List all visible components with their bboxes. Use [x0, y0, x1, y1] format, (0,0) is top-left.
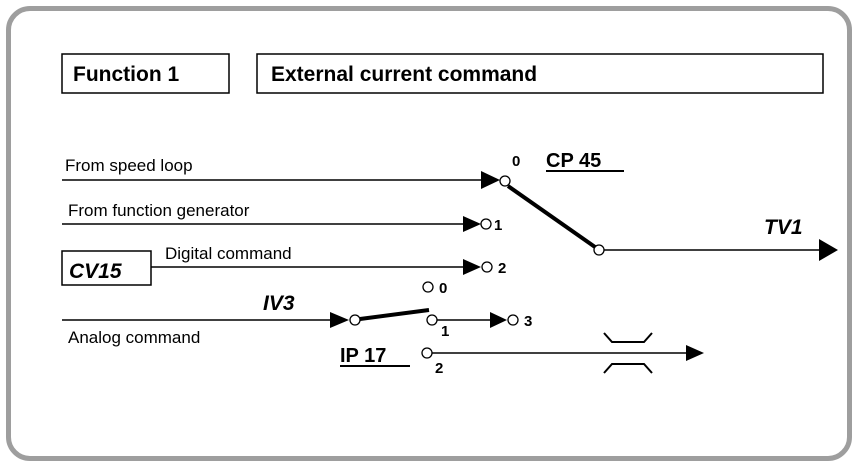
cp-contact-0	[499, 175, 511, 187]
speed-loop-label: From speed loop	[65, 156, 193, 175]
cp-pos-1: 1	[494, 217, 502, 234]
cv15-label: CV15	[69, 260, 122, 283]
ip-param-label: IP 17	[340, 345, 386, 367]
iv-contact-1	[426, 314, 438, 326]
digital-command-label: Digital command	[165, 244, 292, 263]
title-box	[256, 53, 824, 94]
limiter-bottom-icon	[603, 363, 653, 374]
tv1-label: TV1	[764, 216, 803, 239]
function-label: Function 1	[73, 63, 179, 86]
iv-pos-1: 1	[441, 323, 449, 340]
cp-common-contact	[593, 244, 605, 256]
speed-loop-arrow	[481, 171, 500, 189]
analog-command-label: Analog command	[68, 328, 200, 347]
digital-command-arrow	[463, 259, 481, 275]
cp-pos-2: 2	[498, 260, 506, 277]
cp-contact-1	[480, 218, 492, 230]
cp-contact-2	[481, 261, 493, 273]
cp-param-label: CP 45	[546, 150, 601, 172]
analog-command-arrow	[330, 312, 349, 328]
page-title: External current command	[271, 63, 537, 86]
cv15-box	[61, 250, 152, 286]
limiter-top-icon	[603, 332, 653, 343]
function-label-box	[61, 53, 230, 94]
iv-contact-2	[421, 347, 433, 359]
cp-pos-0: 0	[512, 153, 520, 170]
cp-pos-3: 3	[524, 313, 532, 330]
iv1-arrow	[490, 312, 507, 328]
function-generator-arrow	[463, 216, 481, 232]
diagram-frame	[6, 6, 852, 461]
iv-switch-blade	[359, 308, 430, 321]
iv-pos-0: 0	[439, 280, 447, 297]
iv-pos-2: 2	[435, 360, 443, 377]
iv3-label: IV3	[263, 292, 295, 315]
iv-contact-0	[422, 281, 434, 293]
function-generator-label: From function generator	[68, 201, 250, 220]
cp-switch-blade	[506, 184, 597, 249]
iv-common-contact	[349, 314, 361, 326]
output-arrow	[819, 239, 838, 261]
ip-arrow	[686, 345, 704, 361]
cp-contact-3	[507, 314, 519, 326]
